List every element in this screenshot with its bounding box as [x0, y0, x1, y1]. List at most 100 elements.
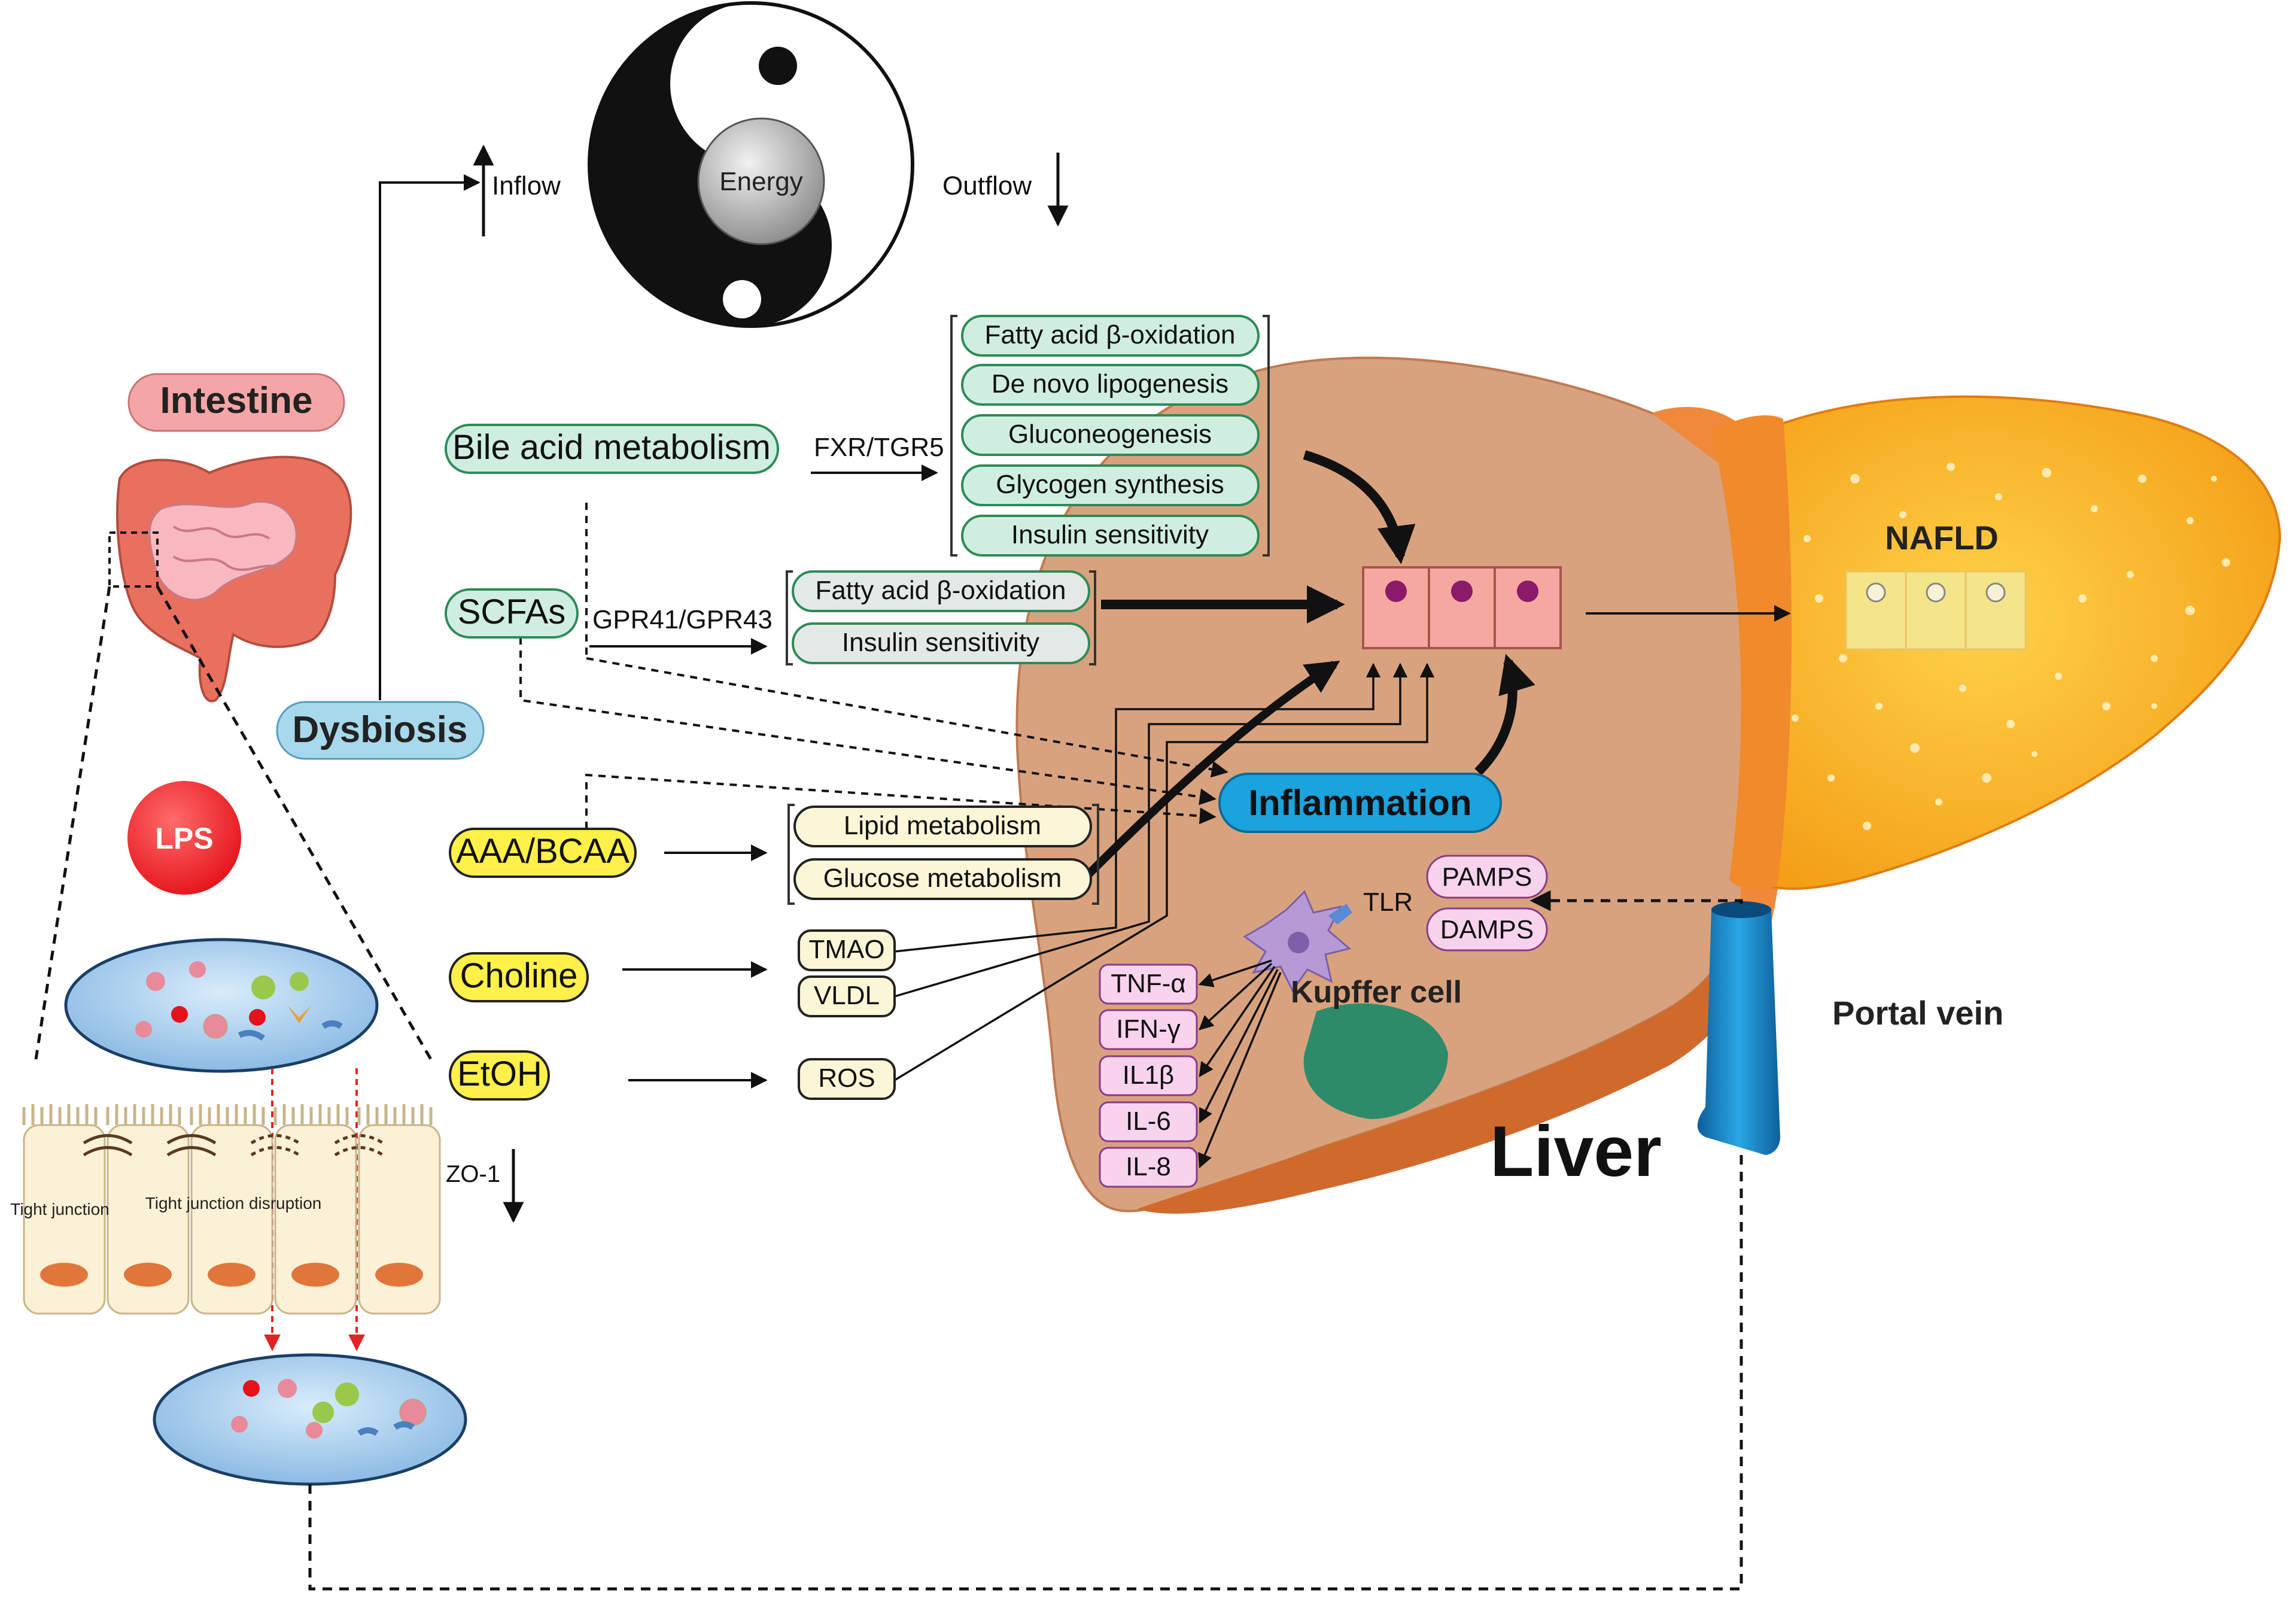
- tight-junction-label: Tight junction: [10, 1200, 110, 1218]
- scfas-pill: SCFAs: [445, 588, 579, 639]
- choline-pill: Choline: [449, 952, 589, 1002]
- svg-text:Intestine: Intestine: [160, 380, 313, 421]
- product-item: VLDL: [798, 975, 896, 1017]
- svg-text:ROS: ROS: [818, 1063, 875, 1093]
- scfa-to-inflammation-dashed: [519, 637, 1217, 806]
- cytokine-item: TNF-α: [1099, 964, 1198, 1005]
- energy-sphere: [697, 117, 825, 245]
- portal-vein: [1697, 901, 1780, 1155]
- gut-lumen-upper: [64, 938, 379, 1073]
- scfa-effects-group: Fatty acid β-oxidation Insulin sensitivi…: [786, 570, 1096, 665]
- cytokine-item: IFN-γ: [1099, 1009, 1198, 1050]
- bile-to-hepatocyte-bold-arrow: [1303, 450, 1416, 564]
- nafld-label: NAFLD: [1885, 519, 1999, 557]
- svg-text:IL1β: IL1β: [1123, 1060, 1174, 1090]
- bile-effect-item: Insulin sensitivity: [961, 515, 1260, 557]
- inflammation-pill: Inflammation: [1218, 773, 1502, 833]
- intestine-pill: Intestine: [127, 373, 345, 432]
- product-item: ROS: [798, 1058, 896, 1100]
- svg-text:VLDL: VLDL: [814, 981, 880, 1010]
- bile-effect-item: Fatty acid β-oxidation: [961, 315, 1260, 357]
- svg-text:AAA/BCAA: AAA/BCAA: [456, 832, 630, 871]
- svg-text:IL-6: IL-6: [1126, 1107, 1171, 1136]
- svg-text:Choline: Choline: [460, 956, 578, 995]
- svg-text:IFN-γ: IFN-γ: [1116, 1014, 1181, 1044]
- svg-text:Glucose metabolism: Glucose metabolism: [823, 864, 1062, 893]
- intestinal-epithelium: [22, 1104, 441, 1315]
- tight-junction-disruption-label: Tight junction disruption: [145, 1194, 322, 1212]
- zoom-line-left: [34, 586, 111, 1060]
- fxr-tgr5-label: FXR/TGR5: [814, 433, 944, 462]
- aa-effect-item: Glucose metabolism: [793, 858, 1092, 900]
- svg-text:Fatty acid β-oxidation: Fatty acid β-oxidation: [984, 320, 1235, 349]
- aaa-to-inflammation-dashed: [585, 773, 1217, 829]
- damps-pill: DAMPS: [1426, 907, 1548, 952]
- intestine-illustration: [108, 455, 352, 703]
- metabolism-to-hepatocyte-bold-arrow: [1086, 660, 1340, 877]
- cytokine-list: TNF-α IFN-γ IL1β IL-6 IL-8: [1099, 964, 1198, 1188]
- ros-to-hepatocyte: [894, 662, 1435, 1081]
- portal-vein-label: Portal vein: [1832, 994, 2003, 1032]
- choline-products: TMAO VLDL: [798, 929, 896, 1017]
- nafld-cells: [1845, 570, 2027, 651]
- cytokine-item: IL-6: [1099, 1101, 1198, 1142]
- gut-lumen-lower: [153, 1353, 467, 1486]
- gallbladder: [1303, 1003, 1448, 1119]
- svg-text:Dysbiosis: Dysbiosis: [293, 709, 468, 750]
- svg-text:Fatty acid β-oxidation: Fatty acid β-oxidation: [815, 576, 1066, 605]
- bile-acid-pill: Bile acid metabolism: [445, 424, 779, 474]
- svg-text:Insulin sensitivity: Insulin sensitivity: [1011, 520, 1209, 549]
- energy-yin-yang: Energy: [588, 1, 914, 328]
- svg-text:Inflammation: Inflammation: [1248, 783, 1471, 823]
- aa-effect-item: Lipid metabolism: [793, 806, 1092, 847]
- cytokine-item: IL-8: [1099, 1147, 1198, 1188]
- bile-effect-item: De novo lipogenesis: [961, 364, 1260, 406]
- svg-text:TMAO: TMAO: [808, 935, 884, 964]
- svg-text:PAMPS: PAMPS: [1442, 862, 1532, 892]
- etoh-products: ROS: [798, 1058, 896, 1100]
- tlr-label: TLR: [1363, 887, 1413, 917]
- zo1-label: ZO-1: [446, 1161, 500, 1187]
- cytokine-item: IL1β: [1099, 1055, 1198, 1096]
- kupffer-label: Kupffer cell: [1291, 975, 1462, 1010]
- svg-text:TNF-α: TNF-α: [1111, 969, 1186, 998]
- portal-to-pamps-arrow: [1529, 890, 1743, 911]
- kupffer-to-cytokine-arrows: [1198, 959, 1282, 1169]
- svg-text:SCFAs: SCFAs: [458, 592, 566, 631]
- portal-circulation-loop: [308, 1155, 1743, 1591]
- inflammation-to-hepatocyte-bold-arrow: [1474, 654, 1535, 776]
- zoom-line-right: [156, 585, 433, 1060]
- lps-sphere: LPS: [127, 781, 241, 895]
- aa-effects-group: Lipid metabolism Glucose metabolism: [787, 804, 1099, 905]
- svg-text:Glycogen synthesis: Glycogen synthesis: [996, 470, 1224, 499]
- svg-text:IL-8: IL-8: [1126, 1152, 1171, 1181]
- gpr-label: GPR41/GPR43: [592, 605, 773, 634]
- etoh-pill: EtOH: [449, 1050, 550, 1101]
- inflow-label: Inflow: [492, 171, 561, 200]
- liver-title: Liver: [1490, 1111, 1662, 1192]
- svg-text:Insulin sensitivity: Insulin sensitivity: [842, 628, 1039, 657]
- kupffer-cell: [1243, 890, 1352, 992]
- svg-text:Lipid metabolism: Lipid metabolism: [844, 811, 1041, 840]
- scfa-effect-item: Fatty acid β-oxidation: [792, 570, 1090, 612]
- bile-effects-group: Fatty acid β-oxidation De novo lipogenes…: [950, 315, 1270, 557]
- nafld-lobe: NAFLD: [1711, 395, 2282, 890]
- svg-text:Bile acid metabolism: Bile acid metabolism: [452, 428, 771, 467]
- bile-to-inflammation-dashed: [586, 657, 1228, 778]
- vldl-to-hepatocyte: [894, 662, 1408, 998]
- svg-text:LPS: LPS: [155, 822, 213, 855]
- pamps-pill: PAMPS: [1426, 855, 1548, 899]
- svg-text:De novo lipogenesis: De novo lipogenesis: [992, 369, 1228, 399]
- bile-effect-item: Glycogen synthesis: [961, 464, 1260, 506]
- dysbiosis-inflow-connector: [379, 174, 481, 700]
- dysbiosis-pill: Dysbiosis: [276, 701, 485, 760]
- svg-text:DAMPS: DAMPS: [1440, 915, 1534, 944]
- aaa-bcaa-pill: AAA/BCAA: [449, 828, 637, 878]
- tmao-to-hepatocyte: [894, 662, 1381, 953]
- bile-effect-item: Gluconeogenesis: [961, 414, 1260, 456]
- hepatocytes: [1362, 566, 1562, 649]
- product-item: TMAO: [798, 929, 896, 971]
- scfa-effect-item: Insulin sensitivity: [792, 622, 1090, 664]
